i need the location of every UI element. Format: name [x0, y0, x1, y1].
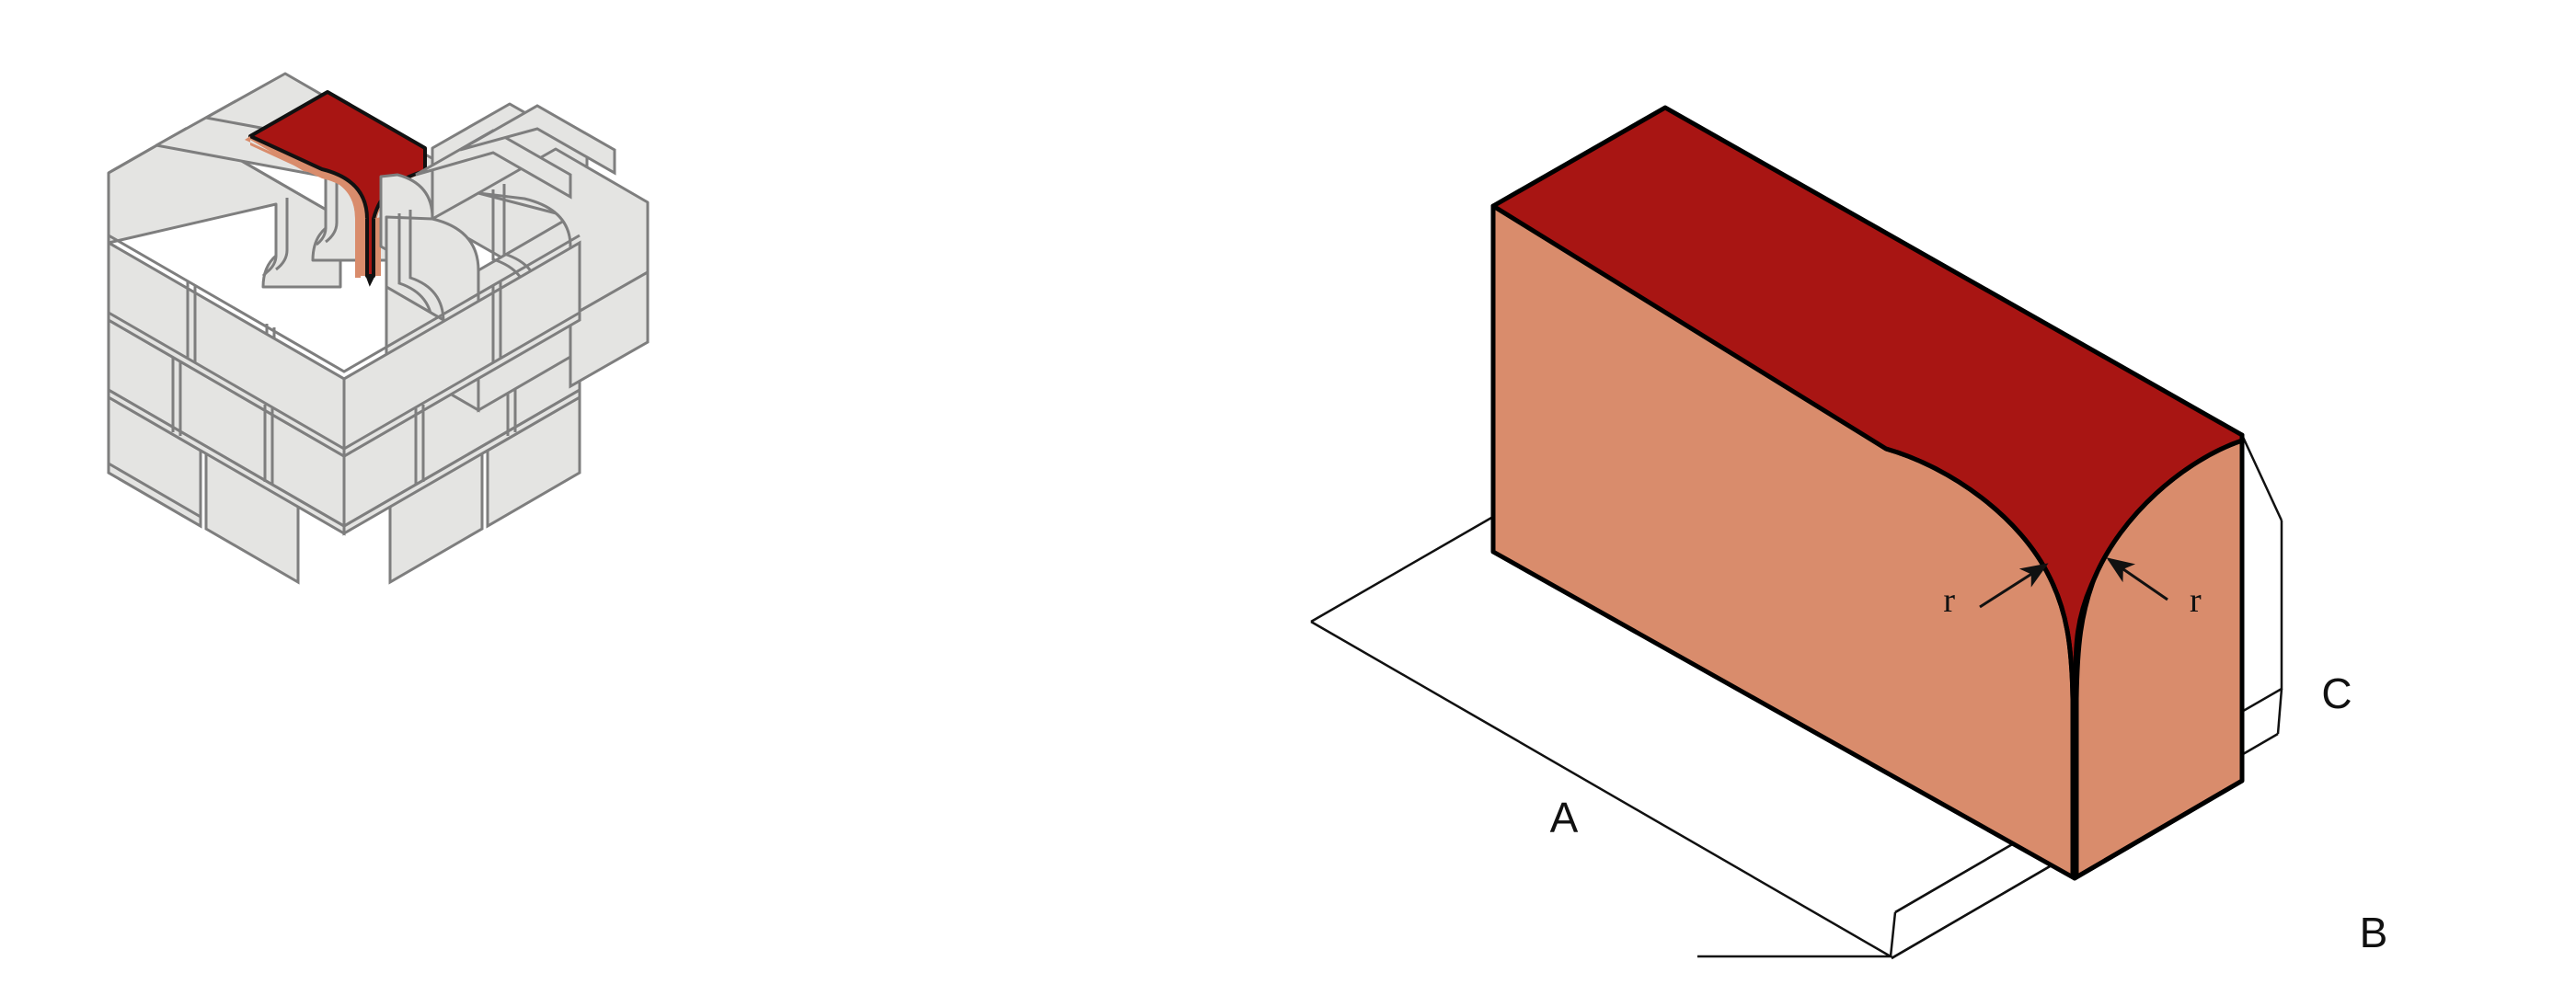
radius-callouts: [1979, 557, 2168, 609]
left-brick-wall-corner: [107, 72, 650, 585]
radius-label-left: r: [1943, 581, 1955, 620]
dimension-label-A: A: [1550, 794, 1579, 841]
wall-head-joints: [186, 281, 502, 533]
r-right-arrow: [2106, 557, 2168, 601]
r-left-arrow: [1979, 563, 2049, 609]
right-brick-detail: r r A B C: [1310, 105, 2388, 960]
guide-A-plane: [1310, 620, 1895, 958]
dimension-label-B: B: [2360, 909, 2388, 956]
dimension-label-C: C: [2321, 669, 2352, 717]
radius-label-right: r: [2190, 581, 2202, 620]
fillet-curve-right: [2073, 438, 2243, 700]
wall-course-bottom: [107, 395, 581, 585]
brick-bottom-right-edge: [2073, 778, 2244, 881]
wall-course-top: [107, 72, 650, 413]
